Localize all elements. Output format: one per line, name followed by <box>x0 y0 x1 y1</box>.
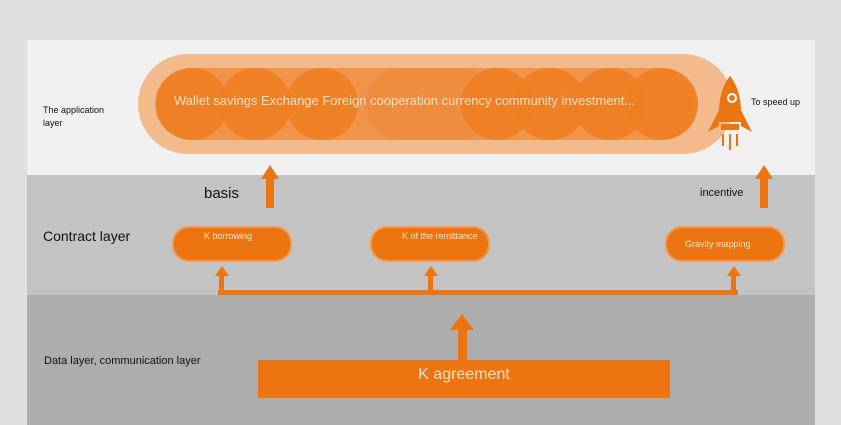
connector-mid-shaft <box>428 275 433 293</box>
connector-left-head <box>215 266 229 276</box>
speed-up-label: To speed up <box>751 97 801 107</box>
contract-pill-remittance: K of the remittance <box>370 226 490 262</box>
application-layer-label: The application layer <box>43 105 105 128</box>
connector-right-shaft <box>731 275 736 293</box>
k-agreement-box: K agreement <box>258 360 670 398</box>
agreement-arrow-shaft <box>458 328 467 360</box>
contract-pill-gravity-mapping: Gravity mapping <box>665 226 785 262</box>
contract-pill-borrowing: K borrowing <box>172 226 292 262</box>
basis-label: basis <box>204 185 240 202</box>
agreement-arrow-head <box>450 314 474 330</box>
connector-left-shaft <box>219 275 224 293</box>
incentive-arrow-shaft <box>760 178 768 208</box>
connector-right-head <box>727 266 741 276</box>
data-layer-label: Data layer, communication layer <box>44 355 201 367</box>
application-banner-text: Wallet savings Exchange Foreign cooperat… <box>174 93 636 108</box>
basis-arrow-shaft <box>266 178 274 208</box>
basis-arrow-head <box>261 165 279 179</box>
connector-horizontal <box>218 290 738 295</box>
contract-layer-label: Contract layer <box>43 228 131 244</box>
rocket-icon <box>708 76 752 150</box>
connector-mid-head <box>424 266 438 276</box>
incentive-label: incentive <box>700 187 744 199</box>
incentive-arrow-head <box>755 165 773 179</box>
